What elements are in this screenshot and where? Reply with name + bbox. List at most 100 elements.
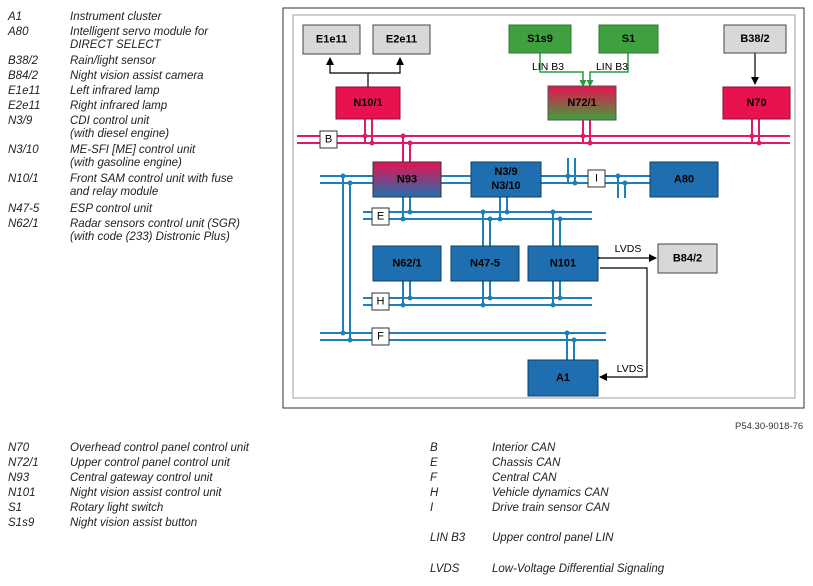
bus-label-i: I [595, 173, 598, 185]
module-n3: N3/9 N3/10 [470, 161, 542, 198]
legend-description-line: Front SAM control unit with fuse [70, 173, 233, 185]
figure-reference: P54.30-9018-76 [735, 421, 804, 432]
legend-description-line: ME-SFI [ME] control unit [70, 144, 196, 156]
diagram-frame [282, 7, 805, 409]
legend-code: S1 [8, 502, 23, 514]
legend-code: B38/2 [8, 55, 39, 67]
blue-can-buses [320, 158, 650, 360]
lvds-label-top: LVDS [615, 243, 642, 255]
legend-description-line: (with gasoline engine) [70, 157, 182, 169]
module-s1-label: S1 [622, 33, 635, 45]
legend-description-line: Right infrared lamp [70, 100, 168, 112]
legend-description-line: Low-Voltage Differential Signaling [492, 563, 665, 575]
legend-description-line: Vehicle dynamics CAN [492, 487, 609, 499]
module-a80: A80 [649, 161, 719, 198]
legend-code: N70 [8, 442, 30, 454]
legend-description: Upper control panel control unit [70, 457, 230, 470]
diagram-inner-frame [292, 14, 796, 399]
legend-description-line: Left infrared lamp [70, 85, 160, 97]
legend-code: S1s9 [8, 517, 35, 529]
legend-code: B [430, 442, 438, 454]
module-n93-label: N93 [397, 174, 417, 186]
module-n101: N101 [527, 245, 599, 282]
legend-code: F [430, 472, 438, 484]
legend-description: Night vision assist camera [70, 70, 204, 83]
legend-description-line: Rain/light sensor [70, 55, 156, 67]
legend-description: CDI control unit(with diesel engine) [70, 115, 169, 141]
legend-bottom-right: B Interior CAN E Chassis CAN F Central CAN H Ve… [430, 442, 730, 582]
legend-description-line: Rotary light switch [70, 502, 164, 514]
module-n70-label: N70 [746, 97, 766, 109]
interior-can-bus [297, 118, 790, 162]
legend-description-line: DIRECT SELECT [70, 39, 161, 51]
bus-label-e: E [377, 211, 384, 223]
legend-description: Overhead control panel control unit [70, 442, 249, 455]
bus-label-f-box [371, 327, 390, 346]
bus-label-b: B [325, 134, 332, 146]
legend-description-line: Central CAN [492, 472, 557, 484]
legend-description-line: Night vision assist camera [70, 70, 204, 82]
legend-description-line: CDI control unit [70, 115, 150, 127]
legend-code: N47-5 [8, 203, 40, 215]
bus-label-h-box [371, 292, 390, 311]
interior-can-junctions [362, 133, 762, 146]
legend-description-line: and relay module [70, 186, 159, 198]
legend-description: Vehicle dynamics CAN [492, 487, 609, 500]
legend-description-line: (with diesel engine) [70, 128, 170, 140]
module-n70: N70 [722, 86, 791, 120]
lin-b3-label-left: LIN B3 [532, 61, 564, 73]
legend-description: Night vision assist button [70, 517, 197, 530]
legend-code: E [430, 457, 438, 469]
legend-description: Left infrared lamp [70, 85, 160, 98]
module-s1: S1 [598, 24, 659, 54]
lin-b3-lines [536, 47, 632, 87]
module-e1e11: E1e11 [302, 24, 361, 55]
legend-description-line: Central gateway control unit [70, 472, 213, 484]
legend-description: Low-Voltage Differential Signaling [492, 563, 664, 576]
legend-description-line: Intelligent servo module for [70, 26, 209, 38]
lvds-label-bottom: LVDS [617, 363, 644, 375]
legend-description-line: Upper control panel control unit [70, 457, 230, 469]
legend-code: E1e11 [8, 85, 41, 97]
legend-description-line: Instrument cluster [70, 11, 162, 23]
module-b38-2: B38/2 [723, 24, 787, 54]
legend-description-line: Interior CAN [492, 442, 556, 454]
module-n101-label: N101 [550, 258, 576, 270]
module-n62-1: N62/1 [372, 245, 442, 282]
module-n10-1-label: N10/1 [353, 97, 382, 109]
legend-description: Upper control panel LIN [492, 532, 613, 545]
bus-label-i-box [587, 169, 606, 188]
legend-description-line: Overhead control panel control unit [70, 442, 249, 454]
module-e2e11: E2e11 [372, 24, 431, 55]
legend-description-line: Night vision assist button [70, 517, 198, 529]
bus-label-e-box [371, 207, 390, 226]
legend-description-line: Chassis CAN [492, 457, 561, 469]
module-e2e11-label: E2e11 [386, 34, 417, 46]
legend-code: E2e11 [8, 100, 41, 112]
legend-code: N10/1 [8, 173, 39, 185]
legend-code: A1 [8, 11, 23, 23]
module-n93: N93 [372, 161, 442, 198]
legend-description: Chassis CAN [492, 457, 560, 470]
legend-description: Night vision assist control unit [70, 487, 221, 500]
blue-can-junctions [340, 173, 628, 343]
module-n62-1-label: N62/1 [392, 258, 421, 270]
module-a1-label: A1 [556, 372, 570, 384]
legend-description-line: Night vision assist control unit [70, 487, 222, 499]
legend-code: N3/9 [8, 115, 33, 127]
legend-code: N72/1 [8, 457, 39, 469]
module-n72-1: N72/1 [547, 85, 617, 121]
module-e1e11-label: E1e11 [316, 34, 347, 46]
bus-label-h: H [377, 296, 385, 308]
legend-description: Radar sensors control unit (SGR)(with co… [70, 218, 240, 244]
legend-code: N62/1 [8, 218, 39, 230]
legend-description-line: ESP control unit [70, 203, 153, 215]
legend-code: H [430, 487, 439, 499]
module-a80-label: A80 [674, 174, 694, 186]
module-n10-1: N10/1 [335, 86, 401, 120]
legend-description: Drive train sensor CAN [492, 502, 610, 515]
